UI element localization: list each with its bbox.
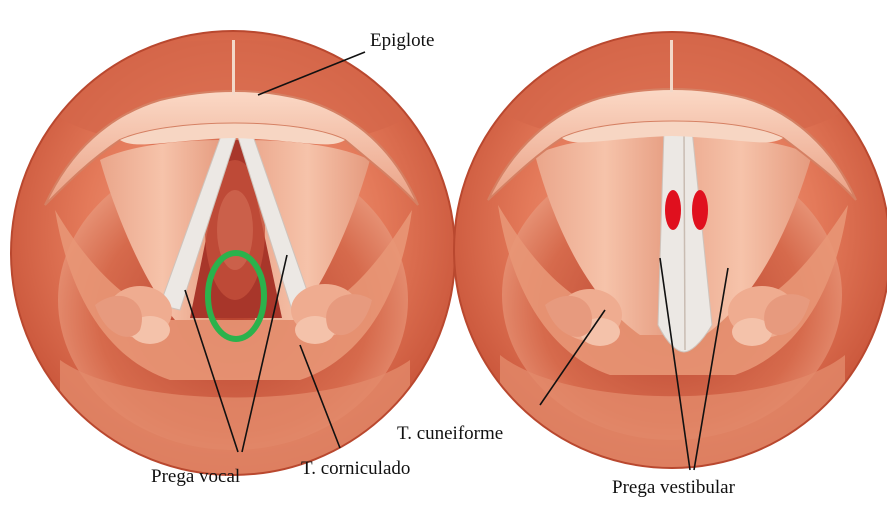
label-epiglote: Epiglote xyxy=(370,30,434,51)
red-marker-left xyxy=(665,190,681,230)
red-marker-right xyxy=(692,190,708,230)
label-t-cuneiforme: T. cuneiforme xyxy=(397,423,503,444)
label-t-corniculado: T. corniculado xyxy=(301,458,410,479)
label-prega-vestibular: Prega vestibular xyxy=(612,477,736,498)
right-larynx-view xyxy=(454,32,887,480)
label-prega-vocal: Prega vocal xyxy=(151,466,240,487)
